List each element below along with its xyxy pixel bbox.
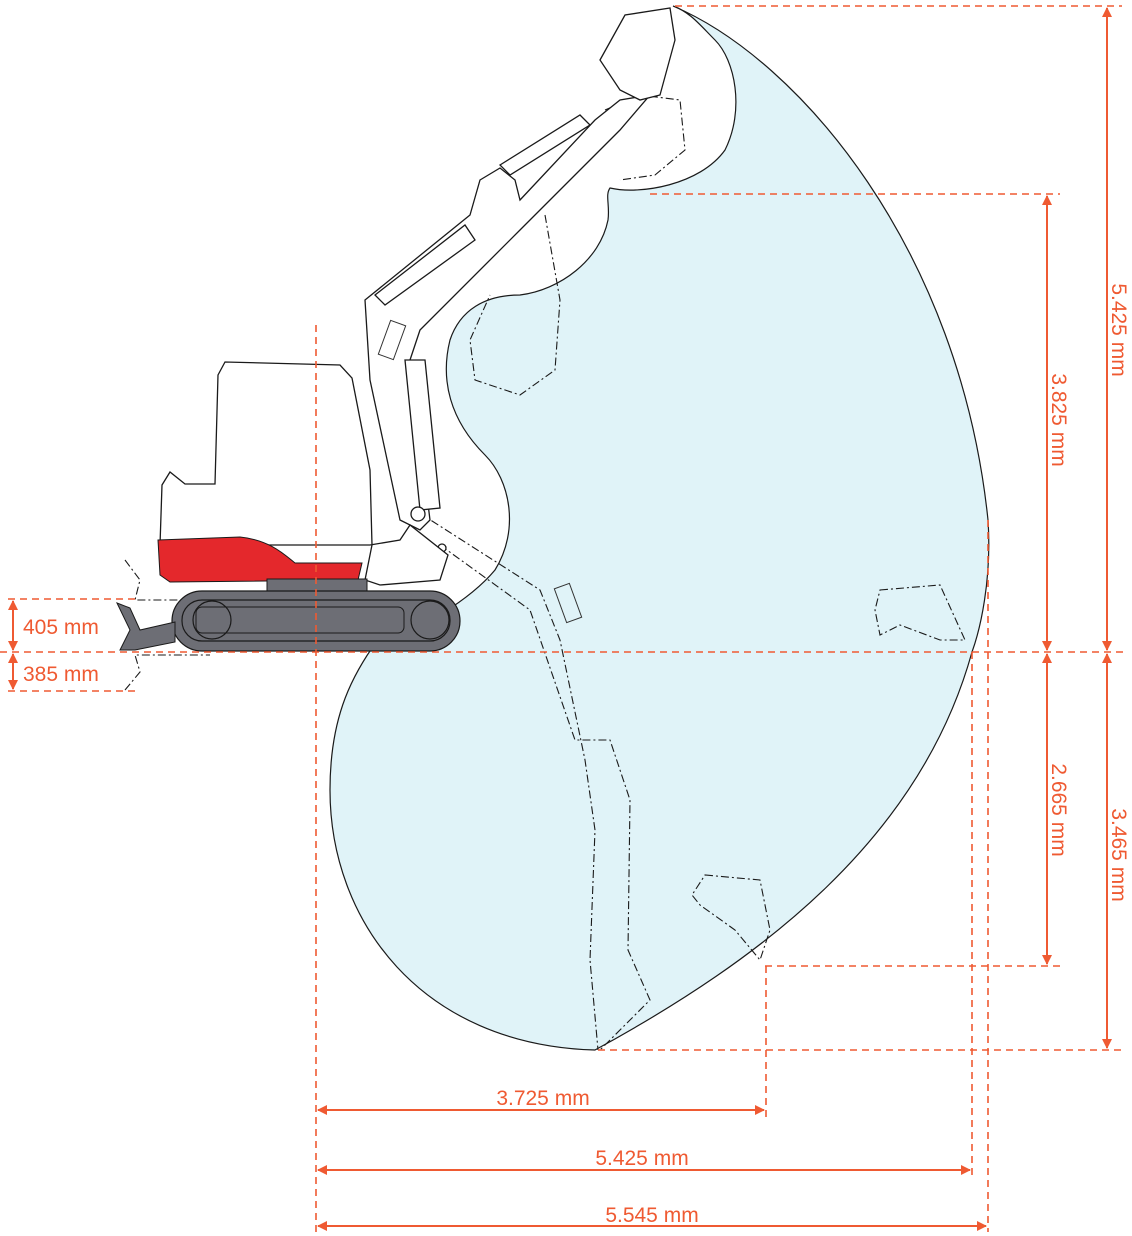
ghost-arm-positions [124, 94, 966, 1051]
label-vertical-dig-depth: 2.665 mm [1047, 763, 1070, 856]
working-envelope [329, 5, 990, 1051]
label-blade-lift: 405 mm [23, 616, 99, 639]
label-reach-at-depth: 3.725 mm [496, 1087, 589, 1110]
label-reach-at-ground: 5.425 mm [595, 1147, 688, 1170]
label-max-reach-height: 5.425 mm [1107, 283, 1130, 376]
boom-arm [364, 7, 676, 624]
label-max-dump-height: 3.825 mm [1047, 373, 1070, 466]
arm-logo [553, 582, 583, 624]
cab [159, 361, 449, 586]
boom-logo [377, 319, 407, 361]
dimension-lines [0, 5, 1125, 1232]
crawler-track [171, 590, 461, 652]
swing-base [266, 578, 368, 592]
label-blade-drop: 385 mm [23, 663, 99, 686]
label-max-dig-depth: 3.465 mm [1107, 808, 1130, 901]
label-max-reach: 5.545 mm [605, 1204, 698, 1227]
dozer-blade [116, 602, 176, 651]
